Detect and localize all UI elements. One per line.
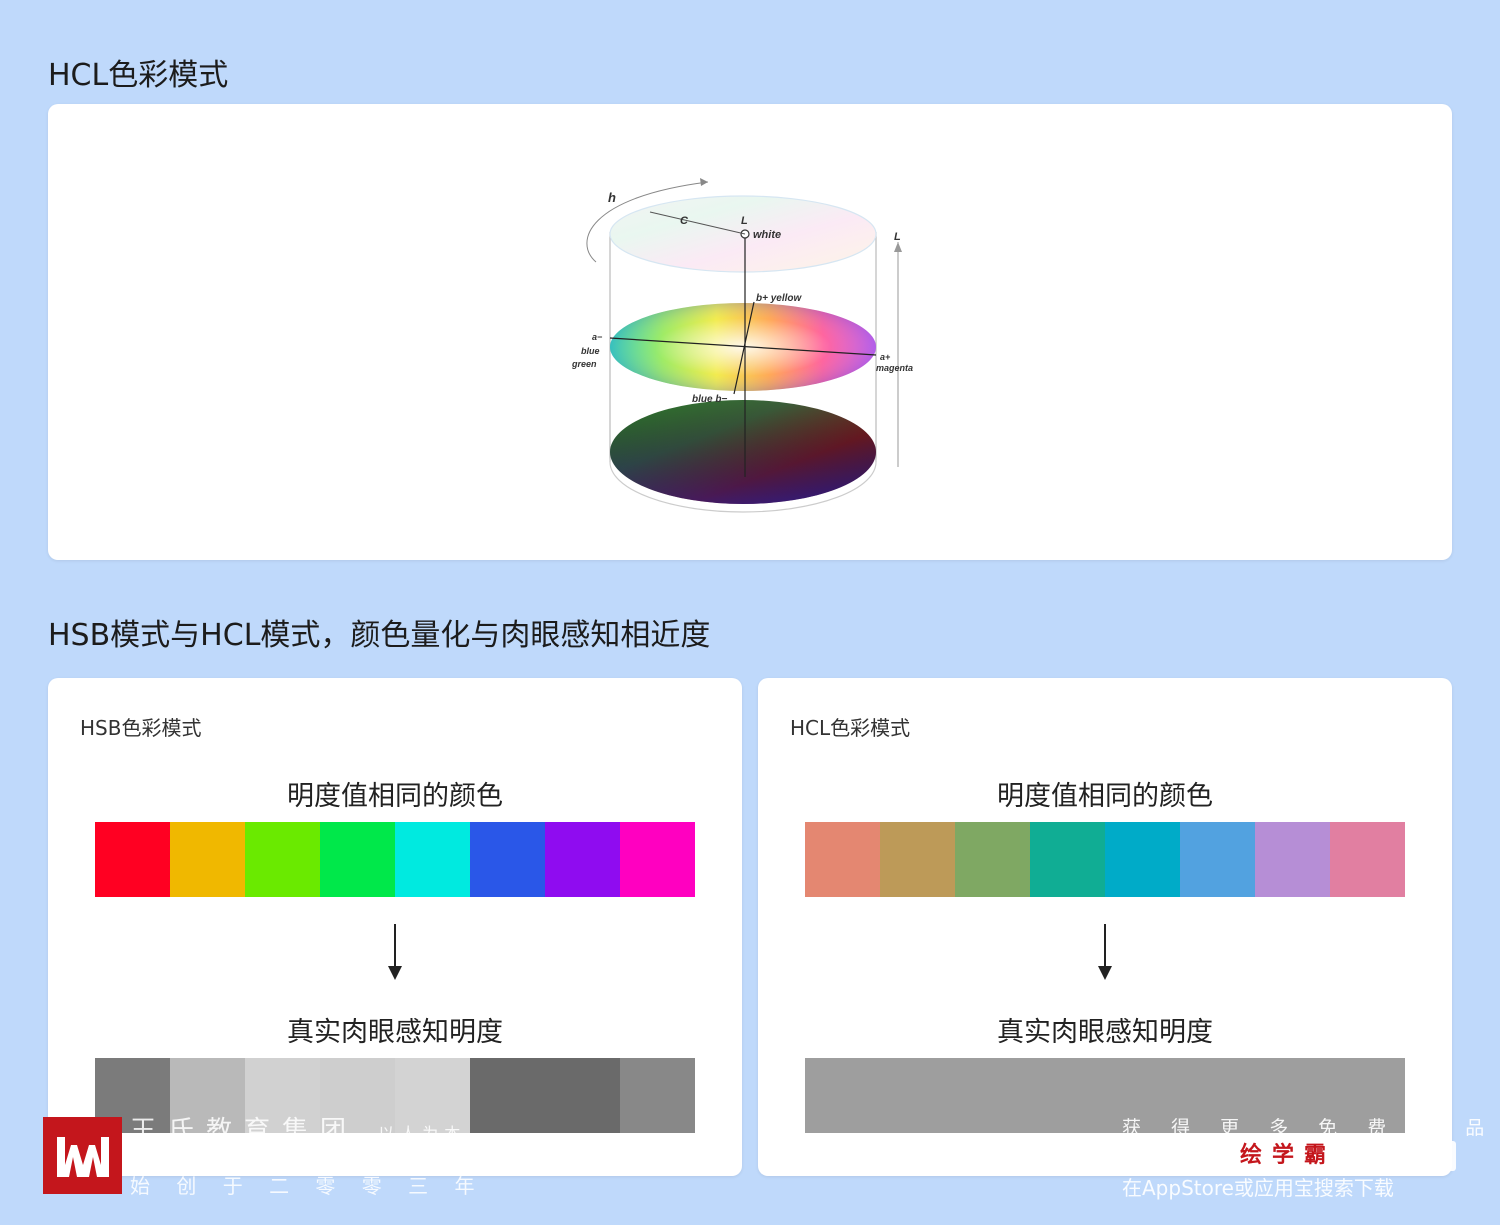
color-swatch bbox=[880, 1058, 955, 1133]
color-strip bbox=[95, 822, 695, 897]
color-swatch bbox=[1180, 1058, 1255, 1133]
color-swatch bbox=[1105, 822, 1180, 897]
color-swatch bbox=[320, 822, 395, 897]
color-swatch bbox=[395, 822, 470, 897]
same-lightness-caption: 明度值相同的颜色 bbox=[287, 781, 503, 812]
label-a-minus-blue: blue bbox=[581, 346, 600, 356]
color-swatch bbox=[170, 822, 245, 897]
color-swatch bbox=[805, 1058, 880, 1133]
section-title-hcl: HCL色彩模式 bbox=[48, 58, 229, 93]
hcl-cylinder-diagram: h C L white L b+ yellow a− blue green a+… bbox=[571, 178, 913, 513]
color-swatch bbox=[320, 1058, 395, 1133]
color-swatch bbox=[245, 822, 320, 897]
down-arrow-icon bbox=[1098, 924, 1112, 980]
label-white: white bbox=[753, 229, 781, 241]
label-h: h bbox=[608, 190, 616, 205]
color-swatch bbox=[470, 822, 545, 897]
watermark-left-line1: 王氏教育集团 以人为本 bbox=[130, 1116, 467, 1146]
panel-label: HCL色彩模式 bbox=[790, 716, 911, 740]
watermark-logo bbox=[43, 1117, 122, 1194]
label-a-plus-magenta: magenta bbox=[876, 363, 913, 373]
color-swatch bbox=[1255, 822, 1330, 897]
label-c: C bbox=[680, 215, 689, 227]
color-swatch bbox=[955, 1058, 1030, 1133]
color-swatch bbox=[545, 822, 620, 897]
label-l-top: L bbox=[741, 215, 748, 227]
color-swatch bbox=[1330, 822, 1405, 897]
hcl-diagram-card: h C L white L b+ yellow a− blue green a+… bbox=[48, 104, 1452, 560]
color-swatch bbox=[470, 1058, 545, 1133]
color-swatch bbox=[620, 822, 695, 897]
watermark-right-line2: 在AppStore或应用宝搜索下载 bbox=[1122, 1176, 1394, 1200]
color-swatch bbox=[880, 822, 955, 897]
label-b-plus: b+ yellow bbox=[756, 293, 803, 304]
panel-label: HSB色彩模式 bbox=[80, 716, 202, 740]
watermark-badge: 绘学霸 bbox=[1120, 1141, 1456, 1171]
color-swatch bbox=[805, 822, 880, 897]
gray-strip bbox=[95, 1058, 695, 1133]
perceived-lightness-caption: 真实肉眼感知明度 bbox=[997, 1017, 1213, 1048]
color-swatch bbox=[395, 1058, 470, 1133]
label-b-minus: blue b− bbox=[692, 394, 727, 405]
hsb-panel: HSB色彩模式 明度值相同的颜色 真实肉眼感知明度 bbox=[48, 678, 742, 1176]
label-a-plus: a+ bbox=[880, 352, 891, 362]
watermark-left-line2: 始 创 于 二 零 零 三 年 bbox=[130, 1174, 485, 1198]
color-swatch bbox=[955, 822, 1030, 897]
perceived-lightness-caption: 真实肉眼感知明度 bbox=[287, 1017, 503, 1048]
color-strip bbox=[805, 822, 1405, 897]
color-swatch bbox=[545, 1058, 620, 1133]
label-a-minus: a− bbox=[592, 332, 603, 342]
label-a-minus-green: green bbox=[571, 359, 597, 369]
color-swatch bbox=[95, 822, 170, 897]
color-swatch bbox=[1180, 822, 1255, 897]
color-swatch bbox=[1330, 1058, 1405, 1133]
same-lightness-caption: 明度值相同的颜色 bbox=[997, 781, 1213, 812]
color-swatch bbox=[1030, 1058, 1105, 1133]
color-swatch bbox=[1255, 1058, 1330, 1133]
color-swatch bbox=[1105, 1058, 1180, 1133]
section-title-compare: HSB模式与HCL模式，颜色量化与肉眼感知相近度 bbox=[48, 618, 711, 653]
color-swatch bbox=[245, 1058, 320, 1133]
color-swatch bbox=[620, 1058, 695, 1133]
down-arrow-icon bbox=[388, 924, 402, 980]
color-swatch bbox=[170, 1058, 245, 1133]
label-l-axis: L bbox=[894, 231, 901, 243]
color-swatch bbox=[1030, 822, 1105, 897]
gray-strip bbox=[805, 1058, 1405, 1133]
hcl-panel: HCL色彩模式 明度值相同的颜色 真实肉眼感知明度 bbox=[758, 678, 1452, 1176]
